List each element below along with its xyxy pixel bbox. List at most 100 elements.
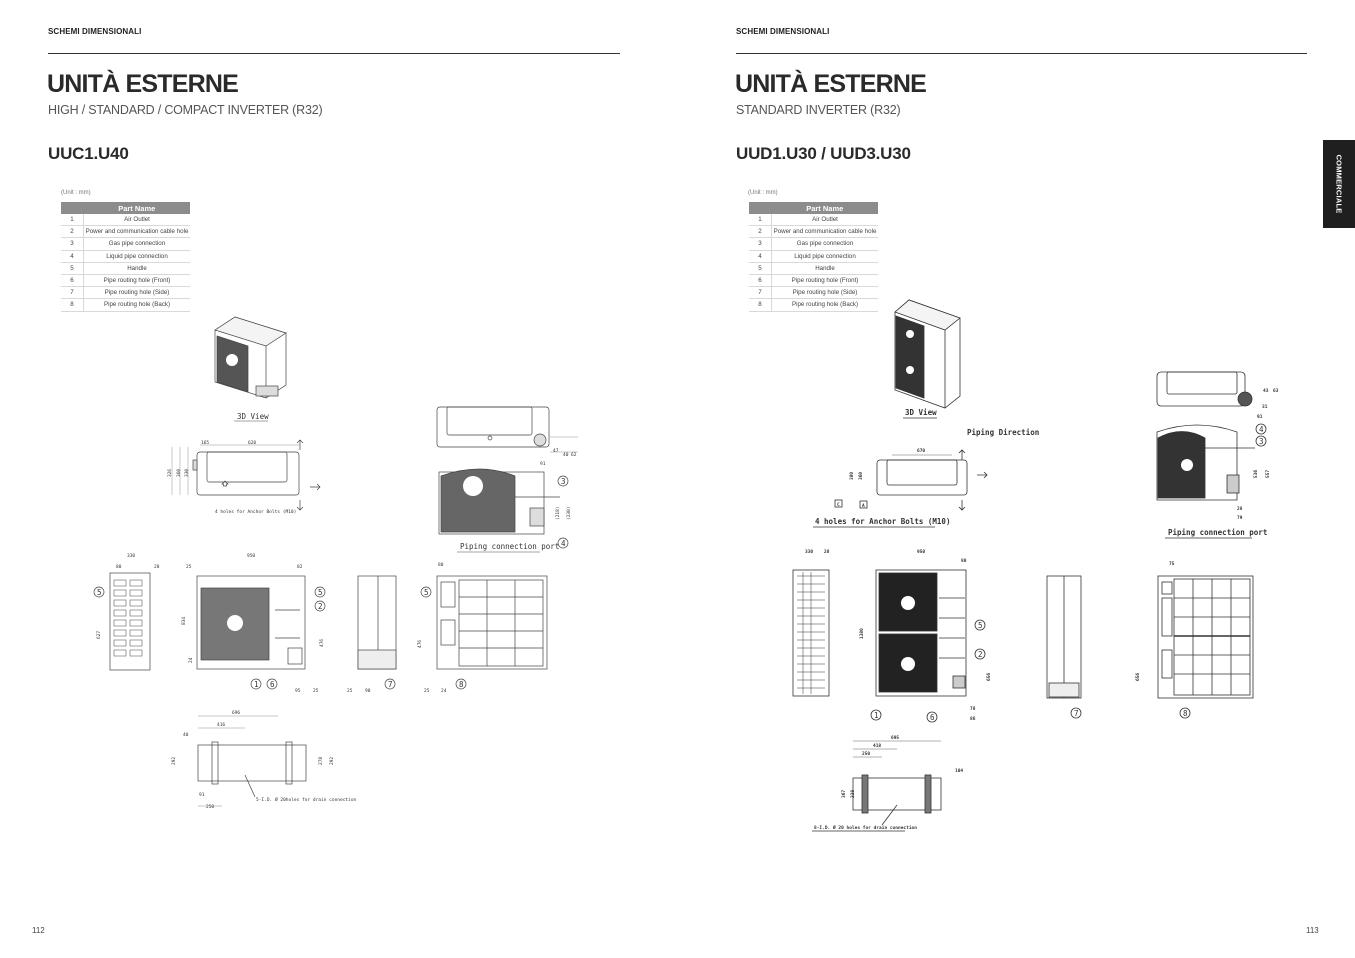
callout-6: 6 xyxy=(270,680,275,689)
dim-text: 557 xyxy=(1265,470,1271,478)
callout-3: 3 xyxy=(561,477,566,486)
part-number: 4 xyxy=(749,250,772,263)
section-side-tab[interactable]: COMMERCIALE xyxy=(1323,140,1355,228)
dim-text: 28 xyxy=(1237,506,1243,512)
part-name: Gas pipe connection xyxy=(83,237,190,251)
dim-text: 278 xyxy=(318,757,324,765)
side-view-right xyxy=(1046,575,1082,719)
dim-text: 627 xyxy=(96,631,102,639)
dim-text: 250 xyxy=(206,804,214,810)
parts-table-num-header xyxy=(61,202,84,214)
part-name: Handle xyxy=(771,262,878,275)
part-number: 6 xyxy=(749,274,772,288)
callout-5: 5 xyxy=(424,588,429,597)
dim-text: 656 xyxy=(1135,673,1141,681)
callout-7: 7 xyxy=(1074,709,1079,718)
back-view xyxy=(420,575,548,690)
dim-text: 25 xyxy=(347,688,353,694)
model-name: UUC1.U40 xyxy=(48,144,129,163)
dim-text: 670 xyxy=(917,448,925,454)
dim-text: 80 xyxy=(116,564,122,570)
dim-text: 834 xyxy=(181,617,187,625)
part-number: 4 xyxy=(61,250,84,263)
dim-text: 536 xyxy=(1253,470,1259,478)
part-name: Pipe routing hole (Front) xyxy=(83,274,190,288)
dim-text: 292 xyxy=(329,757,335,765)
part-number: 1 xyxy=(749,214,772,227)
part-number: 8 xyxy=(749,298,772,312)
dim-text: 950 xyxy=(247,553,255,559)
label-3d-view: 3D View xyxy=(905,408,937,417)
dim-text: 338 xyxy=(850,790,856,798)
dim-text: 620 xyxy=(248,440,256,446)
part-number: 5 xyxy=(61,262,84,275)
dim-text: 78 xyxy=(970,706,976,712)
dim-text: 165 xyxy=(201,440,209,446)
callout-4: 4 xyxy=(561,539,566,548)
dim-text: 696 xyxy=(232,710,240,716)
callout-4: 4 xyxy=(1259,425,1264,434)
dim-text: 63 xyxy=(1273,388,1279,394)
dim-text: 24 xyxy=(188,657,194,663)
part-name: Pipe routing hole (Front) xyxy=(771,274,878,288)
dim-text: 367 xyxy=(841,790,847,798)
dim-text: 250 xyxy=(862,751,870,757)
anchor-bolt-note: 4 holes for Anchor Bolts (M10) xyxy=(215,509,296,515)
piping-port-view xyxy=(1156,423,1267,501)
dim-text: (218) xyxy=(555,506,561,520)
dim-text: 656 xyxy=(986,673,992,681)
part-number: 5 xyxy=(749,262,772,275)
part-number: 7 xyxy=(61,286,84,300)
dim-text: 80 xyxy=(438,562,444,568)
dim-text: 95 xyxy=(295,688,301,694)
part-number: 2 xyxy=(749,225,772,239)
dim-text: 86 xyxy=(970,716,976,722)
dim-text: 104 xyxy=(955,768,963,774)
part-name: Power and communication cable hole xyxy=(771,225,878,239)
dim-text: 330 xyxy=(805,549,813,555)
anchor-bolt-note: 4 holes for Anchor Bolts (M10) xyxy=(815,517,950,526)
callout-5: 5 xyxy=(97,588,102,597)
side-tab-label: COMMERCIALE xyxy=(1334,154,1344,214)
part-number: 7 xyxy=(749,286,772,300)
parts-table-header: Part Name xyxy=(83,202,190,214)
unit-3d-view xyxy=(214,316,287,399)
side-view-left xyxy=(792,569,830,697)
page-number: 113 xyxy=(1306,926,1319,935)
callout-8: 8 xyxy=(1183,709,1188,718)
part-name: Gas pipe connection xyxy=(771,237,878,251)
callout-2: 2 xyxy=(318,602,323,611)
parts-table-num-header xyxy=(749,202,772,214)
back-view xyxy=(1157,575,1254,719)
dim-text: 330 xyxy=(127,553,135,559)
dim-text: 28 xyxy=(154,564,160,570)
part-number: 3 xyxy=(749,237,772,251)
page-title: UNITÀ ESTERNE xyxy=(47,70,239,98)
callout-2: 2 xyxy=(978,650,983,659)
dim-text: 25 xyxy=(424,688,430,694)
unit-3d-view xyxy=(894,299,961,409)
side-view-left xyxy=(93,572,151,671)
dim-text: 80 xyxy=(961,558,967,564)
part-name: Liquid pipe connection xyxy=(83,250,190,263)
callout-1: 1 xyxy=(254,680,259,689)
dim-text: 82 xyxy=(297,564,303,570)
part-number: 3 xyxy=(61,237,84,251)
callout-3: 3 xyxy=(1259,437,1264,446)
piping-port-view xyxy=(438,468,569,549)
dim-text: 416 xyxy=(217,722,225,728)
dim-text: 90 xyxy=(365,688,371,694)
dim-text: 28 xyxy=(824,549,830,555)
part-name: Pipe routing hole (Side) xyxy=(771,286,878,300)
dim-text: 695 xyxy=(891,735,899,741)
